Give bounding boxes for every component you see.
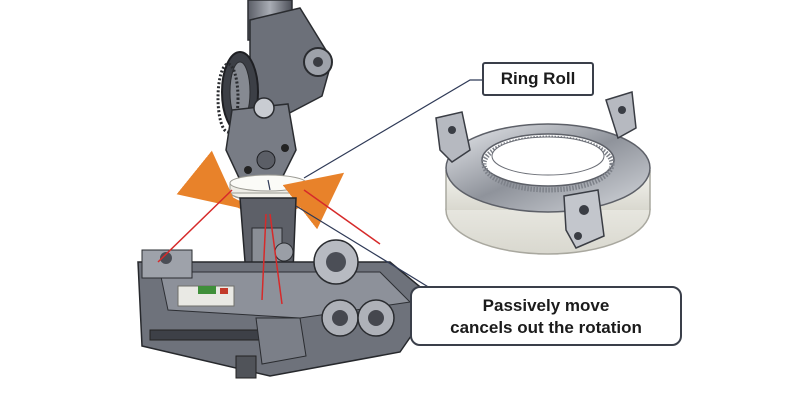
passive-label-line1: Passively move [482, 296, 610, 315]
ring-roll-label: Ring Roll [482, 62, 594, 96]
callout-connectors [267, 79, 482, 289]
passive-label-line2: cancels out the rotation [450, 318, 642, 337]
ring-roll-label-text: Ring Roll [500, 69, 576, 88]
ring-roll-detail [435, 91, 651, 255]
guide-lines [157, 189, 381, 305]
ring-roll-on-leg [229, 174, 307, 202]
passive-motion-label: Passively move cancels out the rotation [410, 286, 682, 346]
upper-leg-assembly [216, 0, 333, 181]
foot-base-plate [137, 239, 438, 379]
